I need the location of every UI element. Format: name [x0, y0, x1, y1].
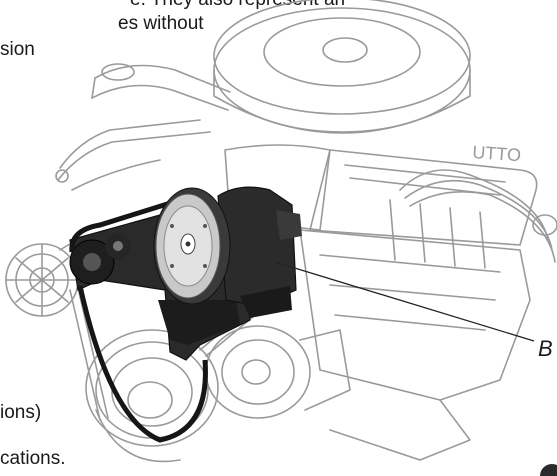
air-cleaner	[213, 0, 471, 134]
body-text-line-2: es without	[118, 13, 204, 34]
callout-leader-line	[274, 261, 535, 342]
crank-pulley	[69, 287, 267, 463]
spark-plug-wires	[399, 169, 556, 263]
body-text-line-5: cations.	[0, 448, 66, 469]
body-text-line-3: sion	[0, 39, 35, 60]
water-pump-pulley	[205, 325, 351, 419]
compressor-assembly	[69, 186, 302, 443]
body-text-line-1: e. They also represent an	[130, 0, 345, 11]
corner-mark	[540, 464, 557, 476]
engine-block	[299, 214, 557, 461]
body-text-line-4: ions)	[0, 402, 42, 423]
breather-hose	[55, 63, 231, 191]
callout-label: B	[538, 336, 553, 361]
svg-text:UTTO: UTTO	[472, 142, 522, 165]
